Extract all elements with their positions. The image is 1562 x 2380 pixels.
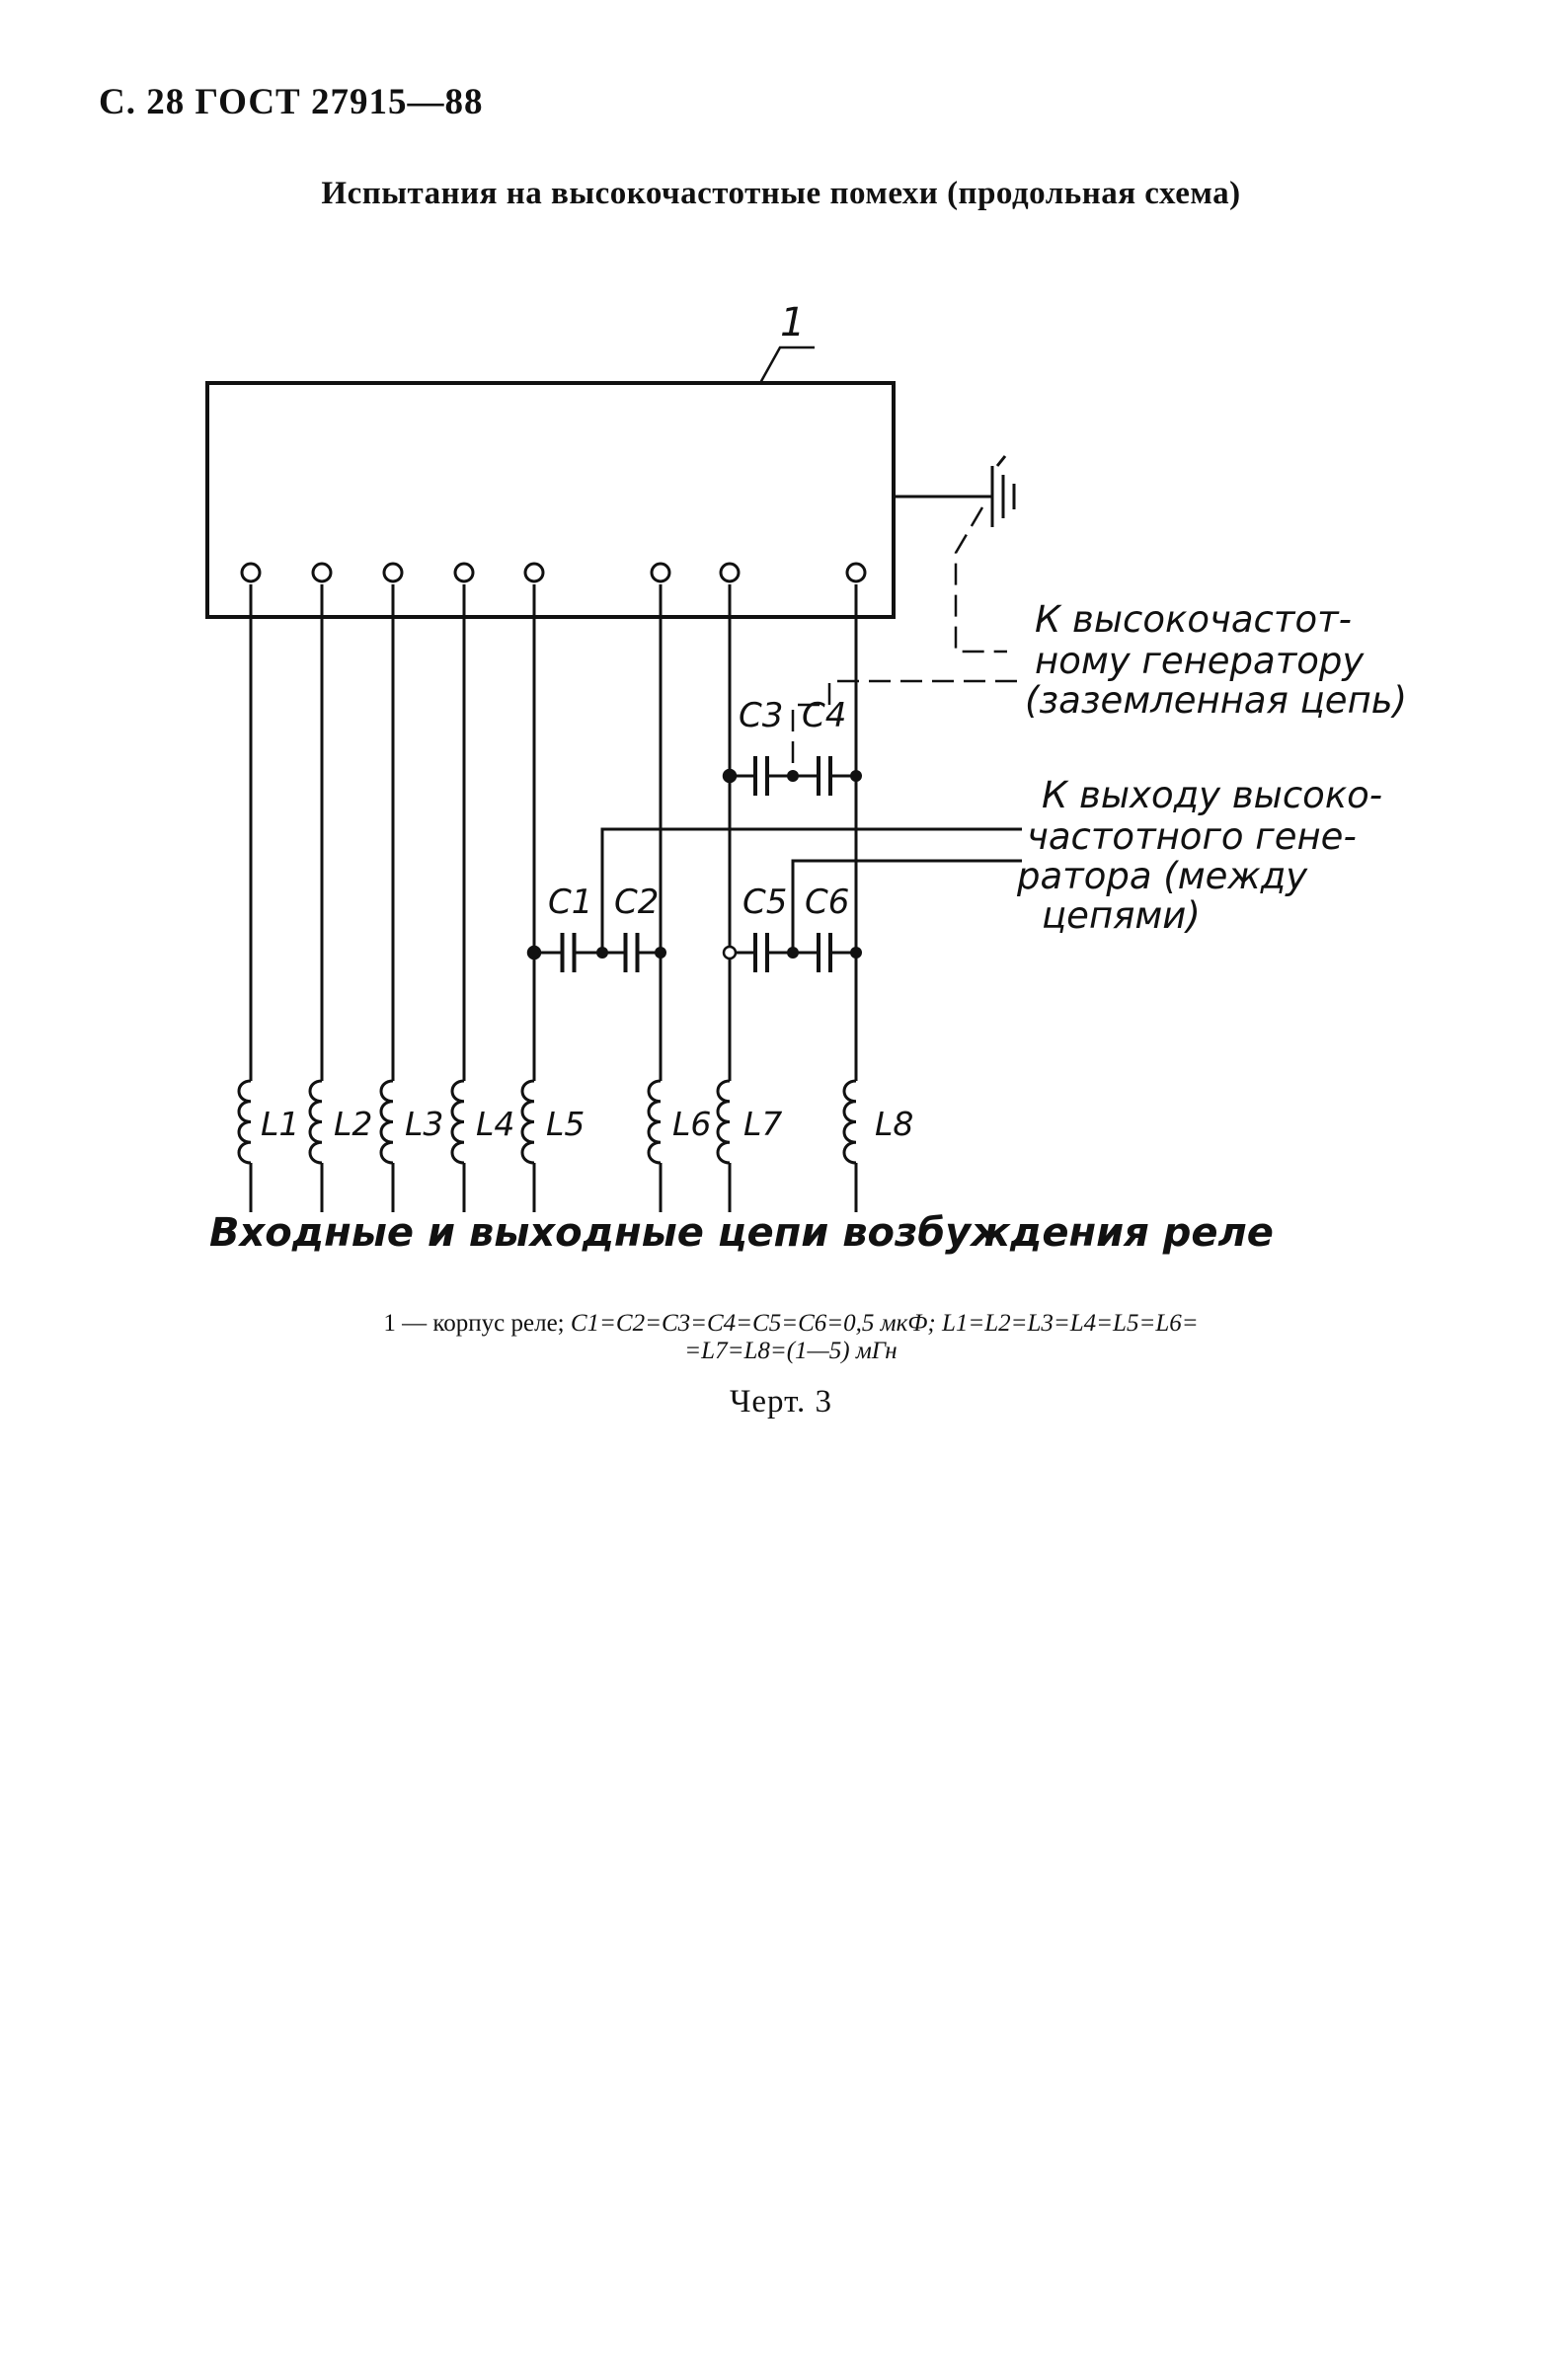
- cap-pair-c5-c6-node-left: [722, 945, 738, 960]
- legend-line-2: =L7=L8=(1—5) мГн: [0, 1338, 1562, 1365]
- inductor-label-l5: L5: [546, 1105, 585, 1143]
- inductor-8: [842, 1079, 857, 1165]
- pin-3: [382, 562, 404, 583]
- cap-label-c6: C6: [805, 883, 849, 922]
- capacitor-c1-gap: [561, 933, 576, 972]
- inductor-label-l3: L3: [405, 1105, 443, 1143]
- cap-pair-c1-c2-node-left: [526, 945, 542, 960]
- inductor-label-l7: L7: [743, 1105, 782, 1143]
- body-label: 1: [780, 300, 805, 345]
- cap-label-c4: C4: [802, 696, 846, 735]
- capacitor-c2-gap: [624, 933, 639, 972]
- ground-symbol: [894, 455, 1016, 527]
- capacitor-c4-gap: [818, 756, 831, 796]
- circuit-diagram: 1 К высокочастот- ному генератору (зазем…: [205, 300, 1407, 1256]
- pin-4: [453, 562, 475, 583]
- pin-8: [845, 562, 867, 583]
- capacitor-c6-gap: [818, 933, 831, 972]
- output-note-line-4: цепями): [1042, 894, 1201, 937]
- pin-2: [311, 562, 333, 583]
- cap-pair-c3-c4-node-left: [722, 768, 738, 784]
- legend-values-text-2: =L7=L8=(1—5) мГн: [684, 1338, 898, 1364]
- cap-pair-c1-c2-node-right: [655, 947, 666, 959]
- ground-note-line-2: ному генератору: [1035, 640, 1365, 682]
- inductor-label-l4: L4: [476, 1105, 514, 1143]
- inductor-4: [450, 1079, 465, 1165]
- figure-title: Испытания на высокочастотные помехи (про…: [321, 176, 1241, 211]
- output-note-line-2: частотного гене-: [1027, 815, 1357, 858]
- pin-5: [523, 562, 545, 583]
- inductors-group: [237, 1079, 858, 1212]
- pin-1: [240, 562, 262, 583]
- inductor-3: [379, 1079, 394, 1165]
- pin-7: [719, 562, 741, 583]
- inductor-label-l1: L1: [261, 1105, 299, 1143]
- inductor-5: [520, 1079, 535, 1165]
- relay-body: [205, 381, 896, 619]
- cap-pair-c1-c2-node-mid: [596, 947, 608, 959]
- output-note-line-3: ратора (между: [1016, 855, 1308, 897]
- inductor-label-l8: L8: [875, 1105, 913, 1143]
- inductor-label-l2: L2: [334, 1105, 372, 1143]
- cap-label-c2: C2: [614, 883, 659, 922]
- page-header: С. 28 ГОСТ 27915—88: [99, 82, 484, 122]
- ground-generator-dashed-line: [954, 506, 1007, 653]
- legend-body-text: 1 — корпус реле;: [383, 1310, 571, 1337]
- capacitors-group: [526, 756, 862, 972]
- output-line-c1-c2: [600, 827, 1022, 953]
- cap-label-c3: C3: [739, 696, 783, 735]
- generator-ground-link-dashed-line: [791, 679, 1017, 776]
- inductor-6: [647, 1079, 662, 1165]
- cap-label-c1: C1: [548, 883, 592, 922]
- cap-label-c5: C5: [742, 883, 787, 922]
- pin-6: [650, 562, 671, 583]
- ground-note-line-1: К высокочастот-: [1035, 598, 1352, 641]
- cap-pair-c3-c4-node-mid: [787, 770, 799, 782]
- inductor-7: [716, 1079, 731, 1165]
- figure-number: Черт. 3: [729, 1384, 833, 1420]
- body-leader-line: [758, 345, 815, 384]
- legend-values-text: C1=C2=C3=C4=C5=C6=0,5 мкФ; L1=L2=L3=L4=L…: [570, 1310, 1199, 1337]
- cap-pair-c5-c6-node-right: [850, 947, 862, 959]
- cap-pair-c5-c6-node-mid: [787, 947, 799, 959]
- ground-note-line-3: (заземленная цепь): [1025, 679, 1407, 722]
- bottom-label: Входные и выходные цепи возбуждения реле: [209, 1210, 1274, 1256]
- inductor-2: [308, 1079, 323, 1165]
- capacitor-c5-gap: [754, 933, 768, 972]
- capacitor-c3-gap: [754, 756, 768, 796]
- legend-line-1: 1 — корпус реле; C1=C2=C3=C4=C5=C6=0,5 м…: [0, 1310, 1562, 1338]
- output-line-c5-c6: [791, 859, 1022, 953]
- inductor-1: [237, 1079, 252, 1165]
- output-note-line-1: К выходу высоко-: [1042, 774, 1382, 816]
- inductor-label-l6: L6: [672, 1105, 711, 1143]
- cap-pair-c3-c4-node-right: [850, 770, 862, 782]
- pins-group: [240, 562, 867, 1081]
